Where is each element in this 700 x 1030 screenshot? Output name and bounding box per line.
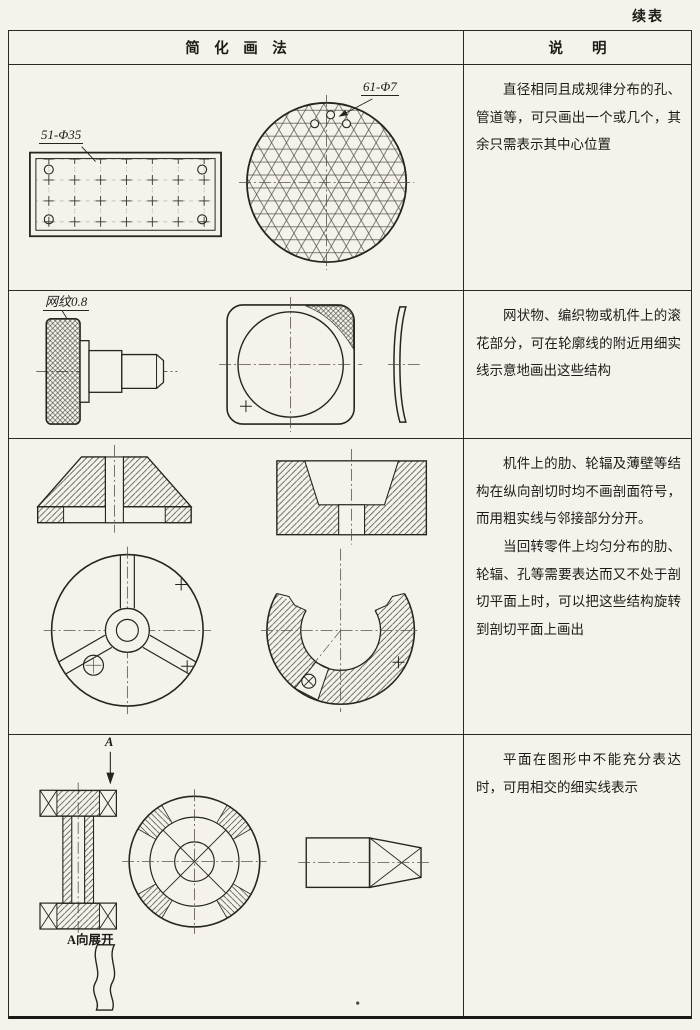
continued-table-label: 续表 (632, 10, 664, 25)
table-row: 机件上的肋、轮辐及薄壁等结构在纵向剖切时均不画剖面符号，而用粗实线与邻接部分分开… (9, 439, 691, 735)
row1-drawing-cell: 51-Φ35 61-Φ7 (9, 65, 463, 290)
view-arrow-label: A (105, 735, 114, 749)
table-row: 51-Φ35 61-Φ7 直径相同且成规律分布的孔、管道等，可只画出一个或几个，… (9, 65, 691, 291)
explanation-paragraph: 当回转零件上均匀分布的肋、轮辐、孔等需要表达而又不处于剖切平面上时，可以把这些结… (476, 539, 681, 638)
header-simplified-methods: 简 化 画 法 (185, 41, 287, 57)
row4-drawing-cell: A A向展开 (9, 735, 463, 1016)
pulley-face-view (122, 789, 267, 934)
plate-side-view (387, 306, 420, 423)
row3-drawing (36, 444, 428, 715)
row1-drawing (29, 94, 415, 271)
header-explanation: 说 明 (463, 31, 691, 64)
hole-count-label-rect: 51-Φ35 (39, 127, 84, 144)
explanation-paragraph: 直径相同且成规律分布的孔、管道等，可只画出一个或几个，其余只需表示其中心位置 (476, 82, 681, 153)
explanation-paragraph: 机件上的肋、轮辐及薄壁等结构在纵向剖切时均不画剖面符号，而用粗实线与邻接部分分开… (476, 456, 681, 527)
shaft-with-flat-drawing (298, 837, 431, 889)
row3-explanation: 机件上的肋、轮辐及薄壁等结构在纵向剖切时均不画剖面符号，而用粗实线与邻接部分分开… (463, 439, 691, 734)
developed-view-strip (93, 944, 116, 1011)
developed-view-label: A向展开 (67, 933, 114, 947)
row4-drawing (39, 751, 431, 1011)
explanation-paragraph: 网状物、编织物或机件上的滚花部分，可在轮廓线的附近用细实线示意地画出这些结构 (476, 308, 681, 379)
perforated-circular-plate-drawing (238, 94, 415, 271)
view-direction-arrow (106, 751, 115, 785)
simplified-drawing-table: 简 化 画 法 说 明 (8, 30, 692, 1019)
pulley-section-drawing (39, 782, 117, 937)
rib-section-front-view (36, 444, 193, 533)
spoked-wheel-view (43, 546, 212, 715)
page-speck (356, 1001, 360, 1005)
rotated-section-view (260, 548, 421, 713)
knurled-plate-front-view (219, 296, 363, 433)
row2-drawing-cell: 网纹0.8 (9, 291, 463, 438)
hole-count-label-circle: 61-Φ7 (361, 79, 399, 96)
table-row: 网纹0.8 网状物、编织物或机件上的滚花部分，可在轮廓线的附近用细实线示意地画出… (9, 291, 691, 439)
row1-explanation: 直径相同且成规律分布的孔、管道等，可只画出一个或几个，其余只需表示其中心位置 (463, 65, 691, 290)
row3-drawing-cell (9, 439, 463, 734)
perforated-rect-plate-drawing (29, 146, 222, 238)
row4-explanation: 平面在图形中不能充分表达时，可用相交的细实线表示 (463, 735, 691, 1016)
explanation-paragraph: 平面在图形中不能充分表达时，可用相交的细实线表示 (476, 752, 681, 795)
row2-explanation: 网状物、编织物或机件上的滚花部分，可在轮廓线的附近用细实线示意地画出这些结构 (463, 291, 691, 438)
row2-drawing (36, 296, 420, 433)
knurl-spec-label: 网纹0.8 (43, 291, 90, 311)
table-header-row: 简 化 画 法 说 明 (9, 31, 691, 65)
rib-section-second-view (276, 448, 428, 545)
table-row: A A向展开 平面在图形中不能充分表达时，可用相交的细实线表示 (9, 735, 691, 1016)
knurled-screw-drawing (36, 310, 178, 425)
